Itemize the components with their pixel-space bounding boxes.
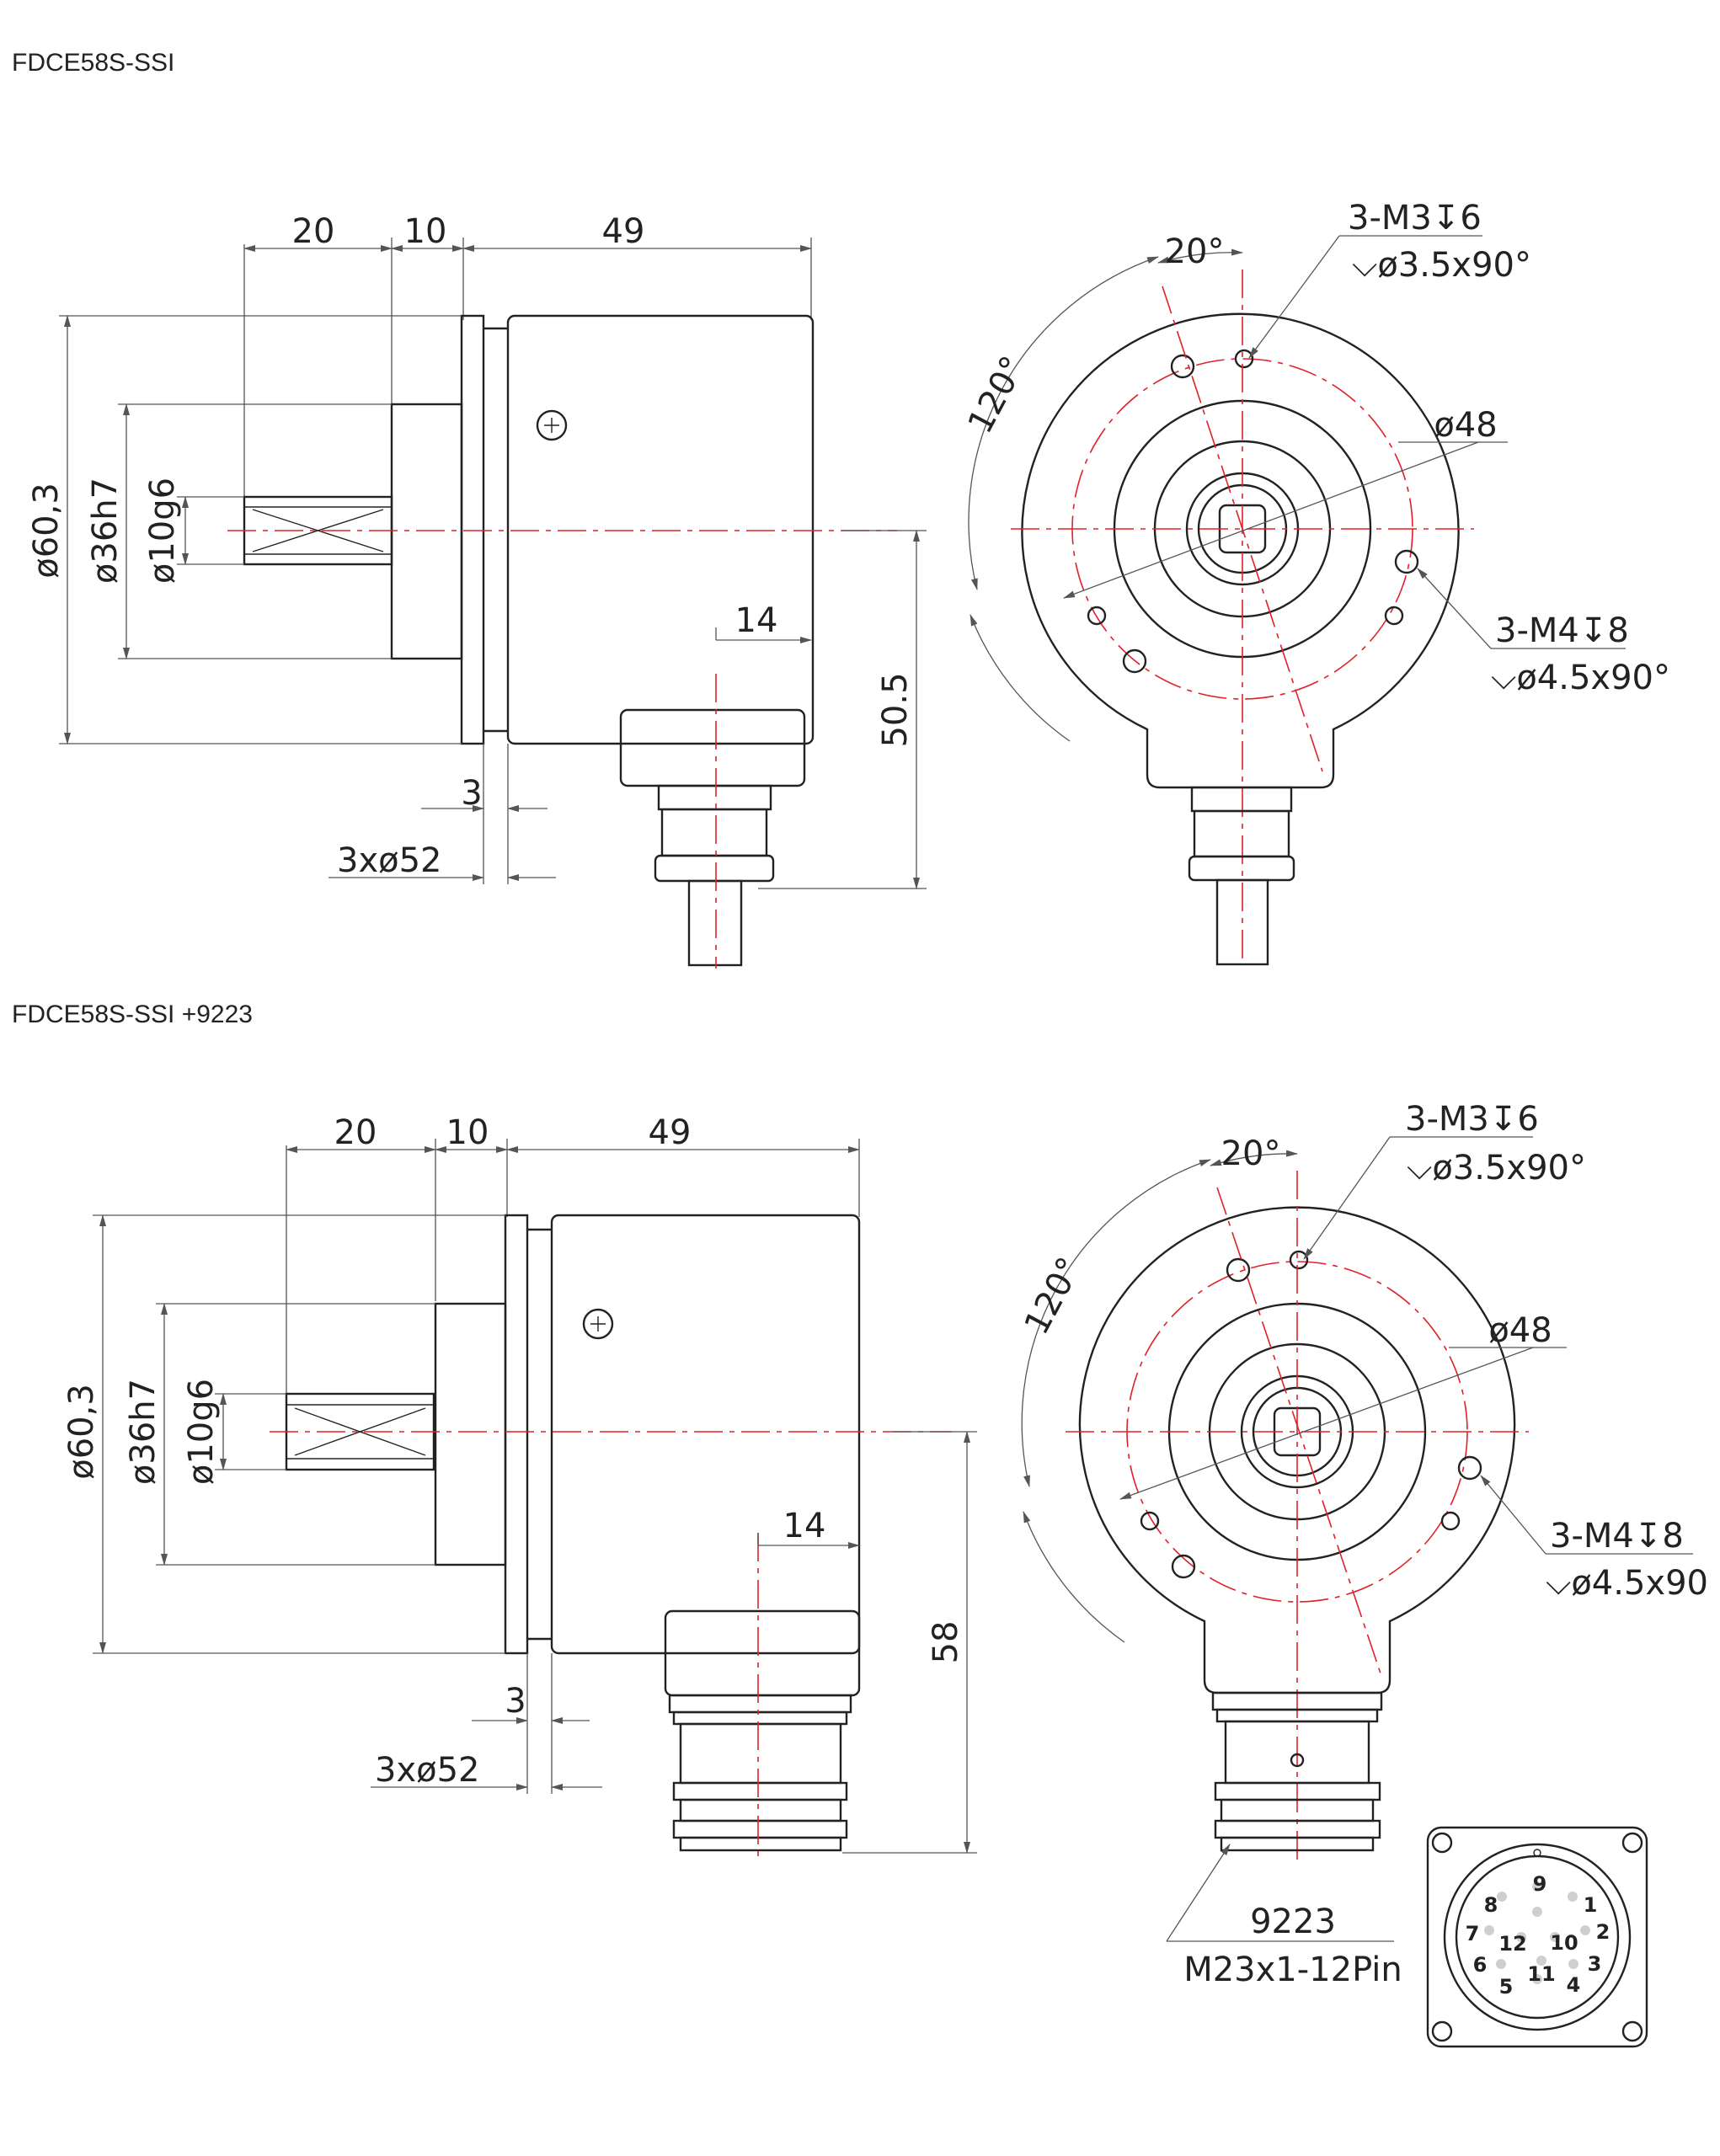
front-view-top: 20° 120° ø48 3-M3↧6 ⌵ø3.5x90° 3-M4↧8 ⌵ø4… <box>961 199 1670 966</box>
m3-callout-line2-bottom: ⌵ø3.5x90° <box>1407 1149 1586 1187</box>
pin-label-12: 12 <box>1498 1932 1526 1956</box>
m4-callout-line1-top: 3-M4↧8 <box>1495 611 1629 650</box>
dim-14-bottom: 14 <box>783 1507 826 1545</box>
dim-49-top: 49 <box>602 212 645 251</box>
dim-49-bottom: 49 <box>649 1113 692 1152</box>
dim-3-bottom: 3 <box>505 1682 526 1721</box>
dim-3-top: 3 <box>461 774 482 813</box>
dim-10-bottom: 10 <box>446 1113 489 1152</box>
angle-120-bottom: 120° <box>1018 1251 1090 1342</box>
dim-20-bottom: 20 <box>334 1113 377 1152</box>
m4-callout-line2-top: ⌵ø4.5x90° <box>1491 659 1670 697</box>
dim-dia-36-bottom: ø36h7 <box>124 1379 163 1485</box>
dim-20-top: 20 <box>292 212 335 251</box>
screw-icon <box>582 1308 614 1340</box>
front-view-bottom: 20° 120° ø48 3-M3↧6 ⌵ø3.5x90° 3-M4↧8 ⌵ø4… <box>1018 1100 1708 1989</box>
dim-3x52-top: 3xø52 <box>337 841 442 880</box>
pin-diagram: 9 1 2 3 4 5 6 7 8 10 11 12 <box>1426 1826 1648 2048</box>
flange-bottom <box>504 1214 529 1655</box>
dia-48-top: ø48 <box>1434 406 1497 445</box>
pin-label-6: 6 <box>1473 1953 1488 1977</box>
dim-14-top: 14 <box>735 601 778 640</box>
side-view-bottom: 20 10 49 ø60,3 <box>62 1113 977 1861</box>
dim-dia-10-top: ø10g6 <box>143 478 182 584</box>
dim-10-top: 10 <box>404 212 447 251</box>
side-view-top: 20 10 49 ø60,3 ø36h <box>27 212 927 969</box>
dim-height-top: 50.5 <box>876 672 915 747</box>
pin-label-5: 5 <box>1499 1975 1514 1999</box>
pin-label-7: 7 <box>1466 1922 1480 1945</box>
connector-name: 9223 <box>1250 1903 1336 1941</box>
dim-dia-60-bottom: ø60,3 <box>62 1384 101 1480</box>
pin-label-3: 3 <box>1588 1952 1602 1976</box>
m4-callout-line1-bottom: 3-M4↧8 <box>1550 1517 1684 1556</box>
pin-label-8: 8 <box>1484 1893 1498 1917</box>
m3-callout-line2-top: ⌵ø3.5x90° <box>1352 246 1531 285</box>
dim-dia-36-top: ø36h7 <box>86 478 125 584</box>
m3-callout-line1-bottom: 3-M3↧6 <box>1405 1100 1539 1139</box>
pin-label-2: 2 <box>1596 1920 1610 1944</box>
pin-label-1: 1 <box>1584 1893 1598 1917</box>
angle-120-top: 120° <box>961 350 1034 440</box>
pin-label-10: 10 <box>1550 1931 1578 1955</box>
m3-callout-line1-top: 3-M3↧6 <box>1348 199 1482 237</box>
m4-callout-line2-bottom: ⌵ø4.5x90 <box>1546 1564 1708 1603</box>
title-top: FDCE58S-SSI <box>12 49 174 77</box>
dim-height-bottom: 58 <box>927 1621 965 1664</box>
flange-top <box>460 314 485 745</box>
cable-gland-top <box>619 708 806 787</box>
dim-dia-60-top: ø60,3 <box>27 483 66 579</box>
angle-20-bottom: 20° <box>1221 1134 1281 1173</box>
clamp-hub-top <box>390 403 463 660</box>
pin-dots <box>1484 1881 1590 1984</box>
connector-spec: M23x1-12Pin <box>1183 1951 1402 1989</box>
title-bottom: FDCE58S-SSI +9223 <box>12 1001 253 1028</box>
body-top <box>506 314 815 745</box>
dim-dia-10-bottom: ø10g6 <box>182 1379 221 1485</box>
screw-icon <box>536 409 568 441</box>
dia-48-bottom: ø48 <box>1488 1311 1552 1350</box>
clamp-hub-bottom <box>434 1302 507 1566</box>
pin-label-9: 9 <box>1533 1872 1547 1896</box>
body-bottom <box>550 1214 861 1655</box>
angle-20-top: 20° <box>1165 232 1225 271</box>
pin-label-11: 11 <box>1527 1962 1555 1986</box>
pin-label-4: 4 <box>1567 1973 1581 1997</box>
dim-3x52-bottom: 3xø52 <box>375 1751 480 1790</box>
